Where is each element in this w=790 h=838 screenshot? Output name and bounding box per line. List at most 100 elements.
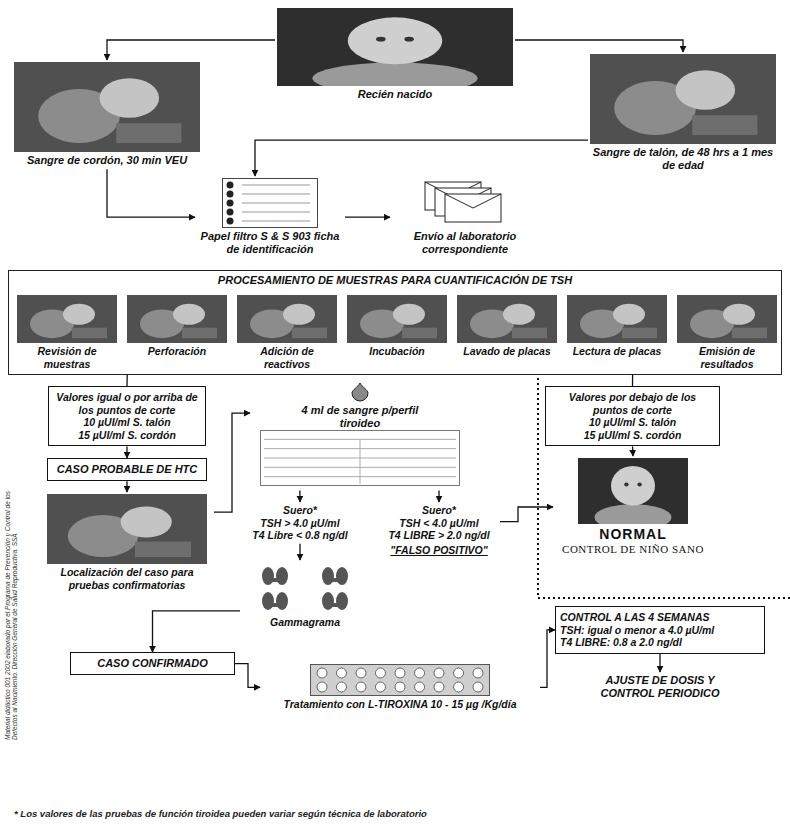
photo-node: Localización del caso para pruebas confi… [40, 492, 214, 593]
flow-arrow [214, 413, 250, 512]
status-box-text: CASO PROBABLE DE HTC [52, 463, 202, 476]
step-node: Lectura de placas [565, 293, 669, 360]
lab-result-text: T4 LIBRE > 2.0 ng/dl [380, 529, 498, 542]
lab-result-text: T4 Libre < 0.8 ng/dl [242, 529, 358, 542]
photo-node-text: Sangre de cordón, 30 min VEU [14, 154, 200, 167]
photo-node: Recién nacido [275, 6, 515, 103]
lab-result-text: TSH > 4.0 µU/ml [242, 517, 358, 530]
table-picture [260, 430, 460, 486]
photo-picture [14, 62, 200, 152]
result-box-text: 15 µUI/ml S. cordón [550, 429, 715, 442]
flow-arrow [126, 446, 127, 458]
result-box: Valores igual o por arriba de los puntos… [48, 386, 206, 446]
photo-picture [47, 494, 207, 564]
mail-node-text: Envío al laboratorio correspondiente [392, 230, 538, 256]
region-outline [538, 378, 790, 598]
outcome-node: AJUSTE DE DOSIS Y CONTROL PERIODICO [595, 672, 725, 702]
flow-arrow [107, 40, 275, 60]
scan-node: Gammagrama [240, 560, 370, 631]
flow-arrow [500, 507, 553, 522]
sample-node-text: 4 ml de sangre p/perfil tiroideo [300, 404, 420, 430]
photo-picture [457, 295, 557, 343]
control-box: CONTROL A LAS 4 SEMANASTSH: igual o meno… [555, 606, 765, 654]
scan-picture [245, 562, 365, 614]
lab-result-text: TSH < 4.0 µU/ml [380, 517, 498, 530]
photo-picture [590, 54, 776, 144]
status-box: CASO PROBABLE DE HTC [47, 458, 207, 481]
result-box-text: Valores igual o por arriba de los puntos… [53, 391, 201, 416]
result-box-text: 10 µUI/ml S. talón [550, 416, 715, 429]
step-node-text: Incubación [347, 345, 447, 358]
flow-arrow [299, 490, 300, 502]
flow-arrow [438, 490, 439, 502]
flow-arrow [299, 544, 300, 560]
flow-arrow [126, 481, 127, 492]
drop-picture [350, 382, 370, 402]
photo-picture [17, 295, 117, 343]
result-box-text: 15 µUI/ml S. cordón [53, 429, 201, 442]
photo-node: Sangre de talón, de 48 hrs a 1 mes de ed… [588, 52, 778, 174]
flow-arrow [255, 140, 588, 176]
flow-arrow [345, 217, 390, 218]
normal-node-text: CONTROL DE NIÑO SANO [555, 543, 711, 556]
step-node: Adición de reactivos [235, 293, 339, 372]
form-picture [222, 178, 318, 228]
flow-arrow [126, 375, 127, 386]
step-node-text: Lectura de placas [567, 345, 667, 358]
result-box-text: 10 µUI/ml S. talón [53, 416, 201, 429]
status-box: CASO CONFIRMADO [70, 652, 235, 675]
photo-picture [237, 295, 337, 343]
flow-arrow [632, 375, 633, 386]
step-node-text: Adición de reactivos [237, 345, 337, 370]
credit-note: Material didáctico 001 2002 elaborado po… [4, 475, 19, 740]
lab-result-text: "FALSO POSITIVO" [380, 544, 498, 557]
step-node: Perforación [125, 293, 229, 360]
photo-picture [677, 295, 777, 343]
lab-result: Suero*TSH < 4.0 µU/mlT4 LIBRE > 2.0 ng/d… [378, 502, 500, 558]
treatment-node-text: Tratamiento con L-TIROXINA 10 - 15 µg /K… [262, 698, 538, 711]
photo-node: Sangre de cordón, 30 min VEU [12, 60, 202, 169]
step-node-text: Lavado de placas [457, 345, 557, 358]
step-node: Lavado de placas [455, 293, 559, 360]
footnote: * Los valores de las pruebas de función … [14, 808, 754, 819]
step-node-text: Revisión de muestras [17, 345, 117, 370]
form-node-text: Papel filtro S & S 903 ficha de identifi… [197, 230, 343, 256]
photo-node-text: Sangre de talón, de 48 hrs a 1 mes de ed… [590, 146, 776, 172]
result-box-text: Valores por debajo de los puntos de cort… [550, 391, 715, 416]
control-box-text: TSH: igual o menor a 4.0 µU/ml [560, 624, 760, 637]
photo-picture [567, 295, 667, 343]
scan-node-text: Gammagrama [242, 616, 368, 629]
flow-arrow [540, 630, 555, 687]
result-box: Valores por debajo de los puntos de cort… [545, 386, 720, 446]
step-node-text: Perforación [127, 345, 227, 358]
step-node-text: Emisión de resultados [677, 345, 777, 370]
control-box-text: CONTROL A LAS 4 SEMANAS [560, 611, 760, 624]
envelope-picture [417, 178, 513, 228]
step-node: Incubación [345, 293, 449, 360]
photo-node-text: Localización del caso para pruebas confi… [42, 566, 212, 591]
lab-result-text: Suero* [380, 504, 498, 517]
lab-result-text: Suero* [242, 504, 358, 517]
flow-arrow [632, 446, 634, 456]
photo-picture [127, 295, 227, 343]
flow-arrow [235, 664, 260, 688]
baby-picture [277, 8, 513, 86]
flow-arrow [107, 169, 195, 217]
status-box-text: CASO CONFIRMADO [75, 657, 230, 670]
form-node: Papel filtro S & S 903 ficha de identifi… [195, 176, 345, 258]
flow-arrow [515, 40, 683, 52]
photo-picture [347, 295, 447, 343]
mail-node: Envío al laboratorio correspondiente [390, 176, 540, 258]
sample-node: 4 ml de sangre p/perfil tiroideo [250, 380, 470, 490]
baby-picture [578, 458, 688, 524]
pills-picture [310, 664, 490, 696]
outcome-node-text: AJUSTE DE DOSIS Y CONTROL PERIODICO [597, 674, 723, 700]
flow-arrow [659, 654, 660, 672]
process-band-text: PROCESAMIENTO DE MUESTRAS PARA CUANTIFIC… [12, 274, 778, 287]
control-box-text: T4 LIBRE: 0.8 a 2.0 ng/dl [560, 636, 760, 649]
photo-node-text: Recién nacido [277, 88, 513, 101]
treatment-node: Tratamiento con L-TIROXINA 10 - 15 µg /K… [260, 662, 540, 713]
step-node: Emisión de resultados [675, 293, 779, 372]
